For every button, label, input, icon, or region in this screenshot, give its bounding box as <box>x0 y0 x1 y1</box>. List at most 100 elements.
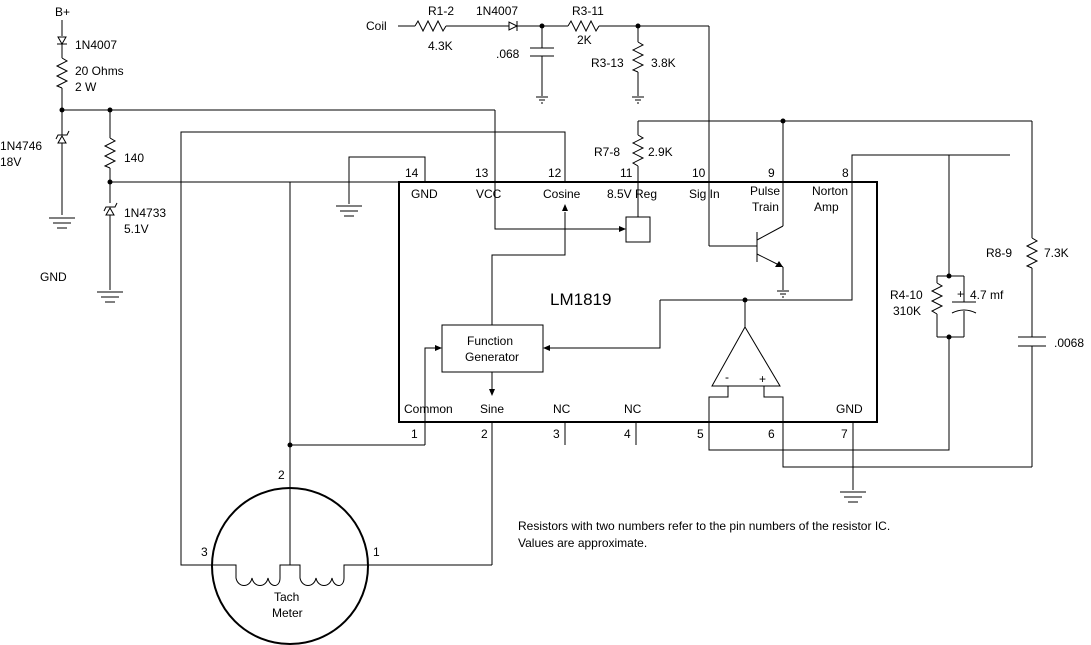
resistor-r7-8 <box>631 134 645 167</box>
resistor-140-value: 140 <box>124 151 144 165</box>
pin-7-number: 7 <box>841 427 848 441</box>
diode-supply-label: 1N4007 <box>75 38 117 52</box>
pin-1-number: 1 <box>411 427 418 441</box>
ground-symbol-zener18 <box>49 217 75 229</box>
function-generator-box <box>441 324 544 373</box>
pin-7-label: GND <box>836 402 863 416</box>
cap-47-label: 4.7 mf <box>970 288 1004 302</box>
pin-8-label-1: Norton <box>812 184 848 198</box>
note-line-1: Resistors with two numbers refer to the … <box>518 519 890 533</box>
pin-10-label: Sig In <box>689 187 720 201</box>
zener5-part: 1N4733 <box>124 206 166 220</box>
ground-symbol-r3-13 <box>632 96 644 104</box>
resistor-20-ohm-value: 20 Ohms <box>75 64 124 78</box>
r1-2-name: R1-2 <box>428 4 454 18</box>
pin-13-label: VCC <box>476 187 502 201</box>
r7-8-value: 2.9K <box>648 145 673 159</box>
resistor-r4-10 <box>930 282 944 315</box>
r3-11-name: R3-11 <box>572 4 604 18</box>
zener18-part: 1N4746 <box>0 139 42 153</box>
pin-14-number: 14 <box>405 166 419 180</box>
zener5-voltage: 5.1V <box>124 222 149 236</box>
norton-opamp-triangle <box>711 325 781 387</box>
pin-11-number: 11 <box>620 166 633 180</box>
resistor-r1-2 <box>414 19 447 33</box>
pin-13-number: 13 <box>475 166 489 180</box>
pin-10-number: 10 <box>692 166 706 180</box>
r8-9-name: R8-9 <box>986 246 1012 260</box>
diode-coil-label: 1N4007 <box>476 4 518 18</box>
resistor-20-ohm-power: 2 W <box>75 80 97 94</box>
resistor-r3-11 <box>567 19 600 33</box>
pin-8-label-2: Amp <box>814 200 839 214</box>
tach-meter: 3 2 1 Tach Meter <box>201 182 492 645</box>
pin-12-number: 12 <box>548 166 562 180</box>
capacitor-4-7mf <box>951 301 977 314</box>
ground-symbol-cap068 <box>536 96 548 104</box>
r8-9-value: 7.3K <box>1044 246 1069 260</box>
pin-8-number: 8 <box>842 166 849 180</box>
coil-label: Coil <box>366 19 387 33</box>
lm1819-chip: LM1819 14 GND 13 VCC 12 Cosine 11 8.5V R… <box>180 110 1032 566</box>
function-generator-label-2: Generator <box>465 350 519 364</box>
bplus-label: B+ <box>55 5 70 19</box>
cap-0068-label: .0068 <box>1054 336 1084 350</box>
coil-input-section: Coil R1-2 4.3K 1N4007 .068 R3-11 2K <box>366 4 757 247</box>
resistor-140 <box>103 137 117 169</box>
r1-2-value: 4.3K <box>428 39 453 53</box>
pin-2-number: 2 <box>481 427 488 441</box>
pin-2-label: Sine <box>480 402 504 416</box>
zener18-voltage: 18V <box>0 155 21 169</box>
meter-pin-2: 2 <box>278 468 285 482</box>
pin-4-label: NC <box>624 402 642 416</box>
diode-1n4007-coil <box>508 21 519 31</box>
pin-9-label-1: Pulse <box>750 184 780 198</box>
meter-pin-1: 1 <box>373 545 380 559</box>
notes: Resistors with two numbers refer to the … <box>518 519 890 550</box>
pin-11-label: 8.5V Reg <box>607 187 657 201</box>
pin-5-number: 5 <box>697 427 704 441</box>
r4-10-name: R4-10 <box>890 288 923 302</box>
capacitor-068 <box>530 47 554 57</box>
chip-name: LM1819 <box>550 290 611 309</box>
opamp-plus: + <box>759 372 766 386</box>
pin-6-number: 6 <box>768 427 775 441</box>
pin-3-label: NC <box>553 402 571 416</box>
cap-068-label: .068 <box>496 47 520 61</box>
regulator-network: R7-8 2.9K R8-9 7.3K .0068 <box>594 118 1084 467</box>
opamp-minus: - <box>725 370 729 384</box>
pin-9-label-2: Train <box>752 200 779 214</box>
capacitor-0068 <box>1018 336 1046 347</box>
pin-1-label: Common <box>404 402 453 416</box>
meter-label-1: Tach <box>274 590 299 604</box>
pin-4-number: 4 <box>624 427 631 441</box>
ground-symbol-zener5 <box>97 291 123 303</box>
resistor-r3-13 <box>631 41 645 73</box>
transistor <box>756 225 784 268</box>
cap-plus: + <box>957 287 964 301</box>
resistor-r8-9 <box>1025 237 1039 269</box>
ground-symbol-pin14 <box>336 205 362 217</box>
pin-9-number: 9 <box>768 166 775 180</box>
note-line-2: Values are approximate. <box>518 536 647 550</box>
ground-symbol-pin7 <box>840 491 866 503</box>
r7-8-name: R7-8 <box>594 145 620 159</box>
meter-label-2: Meter <box>272 606 303 620</box>
zener-1n4733 <box>103 202 118 216</box>
pin-14-label: GND <box>411 187 438 201</box>
r3-11-value: 2K <box>577 33 592 47</box>
ground-symbol-transistor <box>777 290 789 298</box>
resistor-20-ohm <box>55 57 69 89</box>
r3-13-value: 3.8K <box>651 56 676 70</box>
pin-12-label: Cosine <box>543 187 581 201</box>
pin-3-number: 3 <box>553 427 560 441</box>
gnd-label: GND <box>40 270 67 284</box>
r3-13-name: R3-13 <box>591 56 624 70</box>
regulator-box <box>625 216 651 243</box>
function-generator-label-1: Function <box>467 334 513 348</box>
diode-1n4007-supply <box>57 36 67 46</box>
power-supply-section: B+ 1N4007 20 Ohms 2 W 1N4746 18V <box>0 5 495 303</box>
r4-10-value: 310K <box>893 304 921 318</box>
meter-pin-3: 3 <box>201 545 208 559</box>
